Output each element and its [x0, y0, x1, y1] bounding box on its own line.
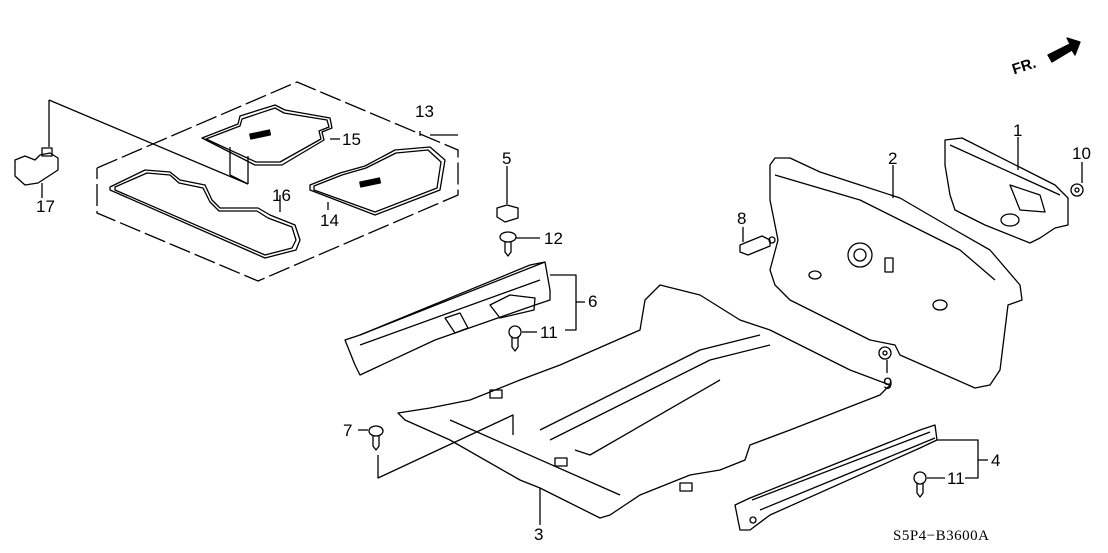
callout-1[interactable]: 1 — [1013, 121, 1023, 140]
clip-11-lower[interactable] — [913, 471, 927, 498]
nut-10[interactable] — [1070, 183, 1084, 197]
callout-3[interactable]: 3 — [534, 525, 544, 544]
callout-15[interactable]: 15 — [342, 130, 361, 149]
callout-17[interactable]: 17 — [36, 197, 55, 216]
callout-11-lower[interactable]: 11 — [947, 469, 965, 488]
dashboard-panel-1[interactable] — [944, 137, 1069, 244]
floor-mat-15[interactable] — [201, 104, 333, 166]
hook-leader-line — [48, 99, 249, 185]
side-sill-garnish-6[interactable] — [344, 261, 551, 376]
callout-12[interactable]: 12 — [544, 229, 563, 248]
dashboard-insulator-2[interactable] — [769, 157, 1023, 389]
callout-10[interactable]: 10 — [1072, 144, 1091, 163]
mat-hook-17[interactable] — [14, 147, 59, 186]
clip-11-upper[interactable] — [508, 325, 522, 352]
front-direction-arrow-icon — [1047, 37, 1081, 63]
bracket-6 — [550, 274, 577, 331]
bracket-4 — [937, 439, 979, 479]
floor-mat-14[interactable] — [309, 146, 446, 216]
screw-7[interactable] — [368, 425, 384, 451]
callout-14[interactable]: 14 — [320, 211, 339, 230]
floor-mat-16[interactable] — [109, 169, 301, 259]
callout-11-upper[interactable]: 11 — [540, 323, 558, 342]
callout-7[interactable]: 7 — [343, 421, 353, 440]
callout-2[interactable]: 2 — [888, 149, 898, 168]
callout-6[interactable]: 6 — [588, 292, 598, 311]
side-sill-garnish-4[interactable] — [734, 424, 938, 531]
floor-carpet-3[interactable] — [397, 284, 891, 519]
nut-9[interactable] — [878, 346, 892, 360]
callout-16[interactable]: 16 — [272, 186, 291, 205]
callout-5[interactable]: 5 — [502, 149, 512, 168]
callout-13[interactable]: 13 — [415, 102, 434, 121]
callout-8[interactable]: 8 — [737, 209, 747, 228]
screw-12[interactable] — [499, 231, 517, 257]
clip-8[interactable] — [739, 235, 776, 256]
clip-nut-5[interactable] — [496, 204, 519, 223]
floor-mat-set-box — [96, 81, 459, 282]
diagram-code: S5P4−B3600A — [893, 528, 990, 544]
screw-7-leader — [377, 414, 514, 479]
callout-9[interactable]: 9 — [883, 374, 893, 393]
callout-4[interactable]: 4 — [991, 451, 1001, 470]
